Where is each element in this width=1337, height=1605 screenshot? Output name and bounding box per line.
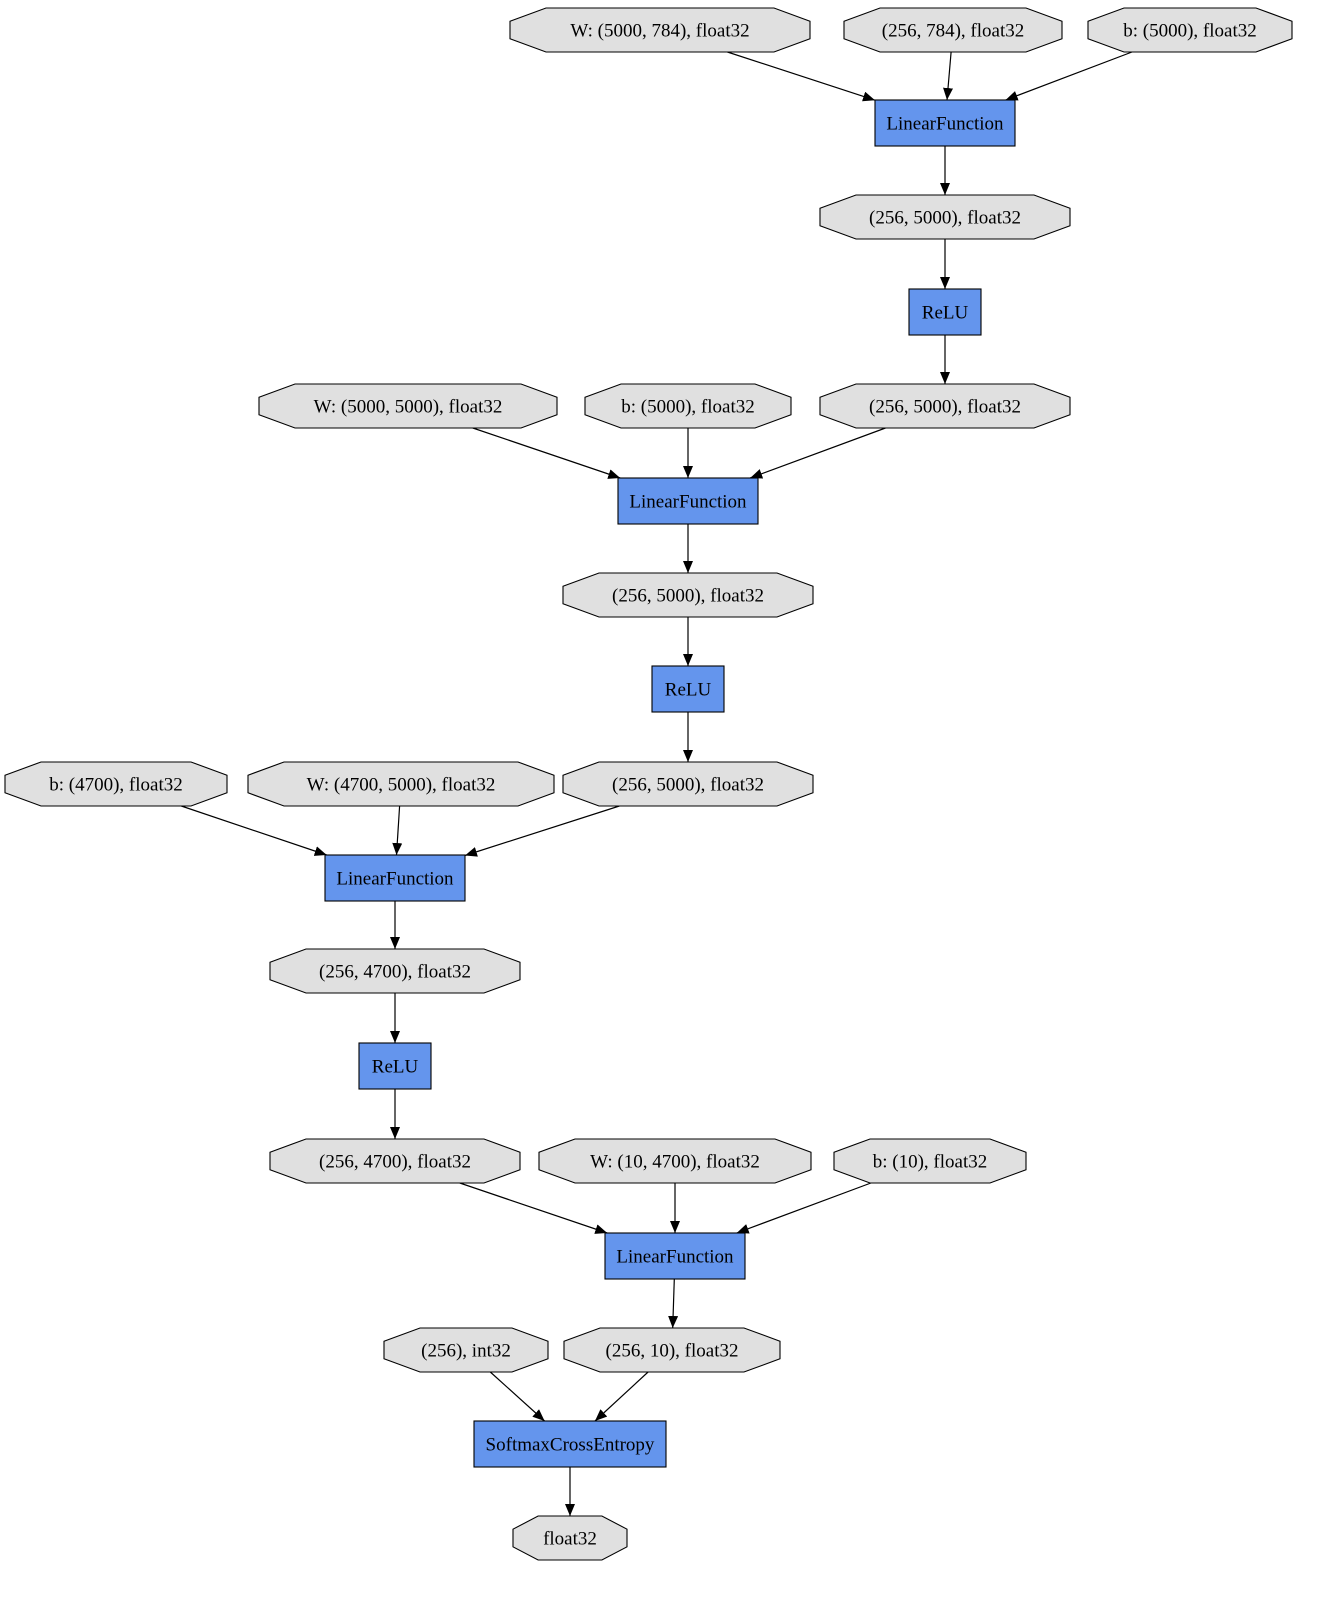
node-sce: SoftmaxCrossEntropy bbox=[473, 1420, 667, 1468]
relu2-function-box bbox=[651, 665, 725, 713]
edge-b1-to-lin1 bbox=[1005, 51, 1133, 101]
node-w3: W: (4700, 5000), float32 bbox=[247, 761, 555, 807]
y0-variable-octagon bbox=[563, 1327, 781, 1373]
node-lin4: LinearFunction bbox=[604, 1232, 746, 1280]
node-b3: b: (4700), float32 bbox=[4, 761, 228, 807]
node-w4: W: (10, 4700), float32 bbox=[538, 1138, 812, 1184]
edge-layer bbox=[181, 51, 1133, 1516]
x0-label: (256, 784), float32 bbox=[882, 21, 1024, 42]
edge-a3-to-lin4 bbox=[459, 1182, 608, 1234]
edge-b4-to-lin4 bbox=[736, 1182, 872, 1234]
h3-variable-octagon bbox=[269, 948, 521, 994]
node-x0: (256, 784), float32 bbox=[843, 7, 1063, 53]
w3-variable-octagon bbox=[247, 761, 555, 807]
w1-label: W: (5000, 784), float32 bbox=[570, 21, 749, 42]
b2-variable-octagon bbox=[584, 383, 792, 429]
edge-y0-to-sce bbox=[594, 1371, 649, 1422]
a2-variable-octagon bbox=[562, 761, 814, 807]
node-h1: (256, 5000), float32 bbox=[819, 194, 1071, 240]
relu3-function-box bbox=[358, 1042, 432, 1090]
b4-variable-octagon bbox=[833, 1138, 1027, 1184]
node-h3: (256, 4700), float32 bbox=[269, 948, 521, 994]
h3-label: (256, 4700), float32 bbox=[319, 962, 471, 983]
a2-label: (256, 5000), float32 bbox=[612, 775, 764, 796]
lin3-label: LinearFunction bbox=[336, 869, 454, 890]
h1-variable-octagon bbox=[819, 194, 1071, 240]
node-t0: (256), int32 bbox=[383, 1327, 549, 1373]
x0-variable-octagon bbox=[843, 7, 1063, 53]
y0-label: (256, 10), float32 bbox=[606, 1341, 739, 1362]
a1-label: (256, 5000), float32 bbox=[869, 397, 1021, 418]
a3-variable-octagon bbox=[269, 1138, 521, 1184]
b2-label: b: (5000), float32 bbox=[621, 397, 755, 418]
node-b2: b: (5000), float32 bbox=[584, 383, 792, 429]
node-y0: (256, 10), float32 bbox=[563, 1327, 781, 1373]
b3-label: b: (4700), float32 bbox=[49, 775, 183, 796]
node-layer: W: (5000, 784), float32 (256, 784), float… bbox=[4, 7, 1293, 1561]
w4-variable-octagon bbox=[538, 1138, 812, 1184]
w1-variable-octagon bbox=[509, 7, 811, 53]
node-b1: b: (5000), float32 bbox=[1087, 7, 1293, 53]
node-lin2: LinearFunction bbox=[617, 477, 759, 525]
edge-lin4-to-y0 bbox=[668, 1278, 679, 1329]
lin2-label: LinearFunction bbox=[629, 492, 747, 513]
lin4-label: LinearFunction bbox=[616, 1247, 734, 1268]
node-w2: W: (5000, 5000), float32 bbox=[258, 383, 558, 429]
b3-variable-octagon bbox=[4, 761, 228, 807]
out-label: float32 bbox=[543, 1529, 597, 1550]
node-w1: W: (5000, 784), float32 bbox=[509, 7, 811, 53]
node-b4: b: (10), float32 bbox=[833, 1138, 1027, 1184]
a1-variable-octagon bbox=[819, 383, 1071, 429]
a3-label: (256, 4700), float32 bbox=[319, 1152, 471, 1173]
w2-label: W: (5000, 5000), float32 bbox=[314, 397, 503, 418]
relu1-label: ReLU bbox=[922, 303, 969, 324]
relu1-function-box bbox=[908, 288, 982, 336]
lin3-function-box bbox=[324, 854, 466, 902]
node-lin1: LinearFunction bbox=[874, 99, 1016, 147]
edge-w3-to-lin3 bbox=[392, 805, 403, 856]
lin1-label: LinearFunction bbox=[886, 114, 1004, 135]
relu3-label: ReLU bbox=[372, 1057, 419, 1078]
node-h2: (256, 5000), float32 bbox=[562, 572, 814, 618]
node-a1: (256, 5000), float32 bbox=[819, 383, 1071, 429]
sce-label: SoftmaxCrossEntropy bbox=[486, 1435, 655, 1456]
out-variable-octagon bbox=[512, 1515, 628, 1561]
node-a2: (256, 5000), float32 bbox=[562, 761, 814, 807]
b1-label: b: (5000), float32 bbox=[1123, 21, 1257, 42]
node-relu3: ReLU bbox=[358, 1042, 432, 1090]
edge-b3-to-lin3 bbox=[181, 805, 327, 856]
t0-label: (256), int32 bbox=[421, 1341, 511, 1362]
h2-label: (256, 5000), float32 bbox=[612, 586, 764, 607]
sce-function-box bbox=[473, 1420, 667, 1468]
w2-variable-octagon bbox=[258, 383, 558, 429]
w3-label: W: (4700, 5000), float32 bbox=[307, 775, 496, 796]
relu2-label: ReLU bbox=[665, 680, 712, 701]
edge-a1-to-lin2 bbox=[749, 427, 886, 479]
node-relu2: ReLU bbox=[651, 665, 725, 713]
lin2-function-box bbox=[617, 477, 759, 525]
h1-label: (256, 5000), float32 bbox=[869, 208, 1021, 229]
b1-variable-octagon bbox=[1087, 7, 1293, 53]
lin1-function-box bbox=[874, 99, 1016, 147]
edge-x0-to-lin1 bbox=[943, 51, 954, 101]
edge-a2-to-lin3 bbox=[464, 805, 620, 857]
edge-t0-to-sce bbox=[489, 1371, 546, 1422]
node-lin3: LinearFunction bbox=[324, 854, 466, 902]
edge-w1-to-lin1 bbox=[727, 51, 876, 102]
w4-label: W: (10, 4700), float32 bbox=[590, 1152, 760, 1173]
node-relu1: ReLU bbox=[908, 288, 982, 336]
lin4-function-box bbox=[604, 1232, 746, 1280]
h2-variable-octagon bbox=[562, 572, 814, 618]
t0-variable-octagon bbox=[383, 1327, 549, 1373]
node-out: float32 bbox=[512, 1515, 628, 1561]
edge-w2-to-lin2 bbox=[472, 427, 621, 479]
b4-label: b: (10), float32 bbox=[873, 1152, 988, 1173]
node-a3: (256, 4700), float32 bbox=[269, 1138, 521, 1184]
